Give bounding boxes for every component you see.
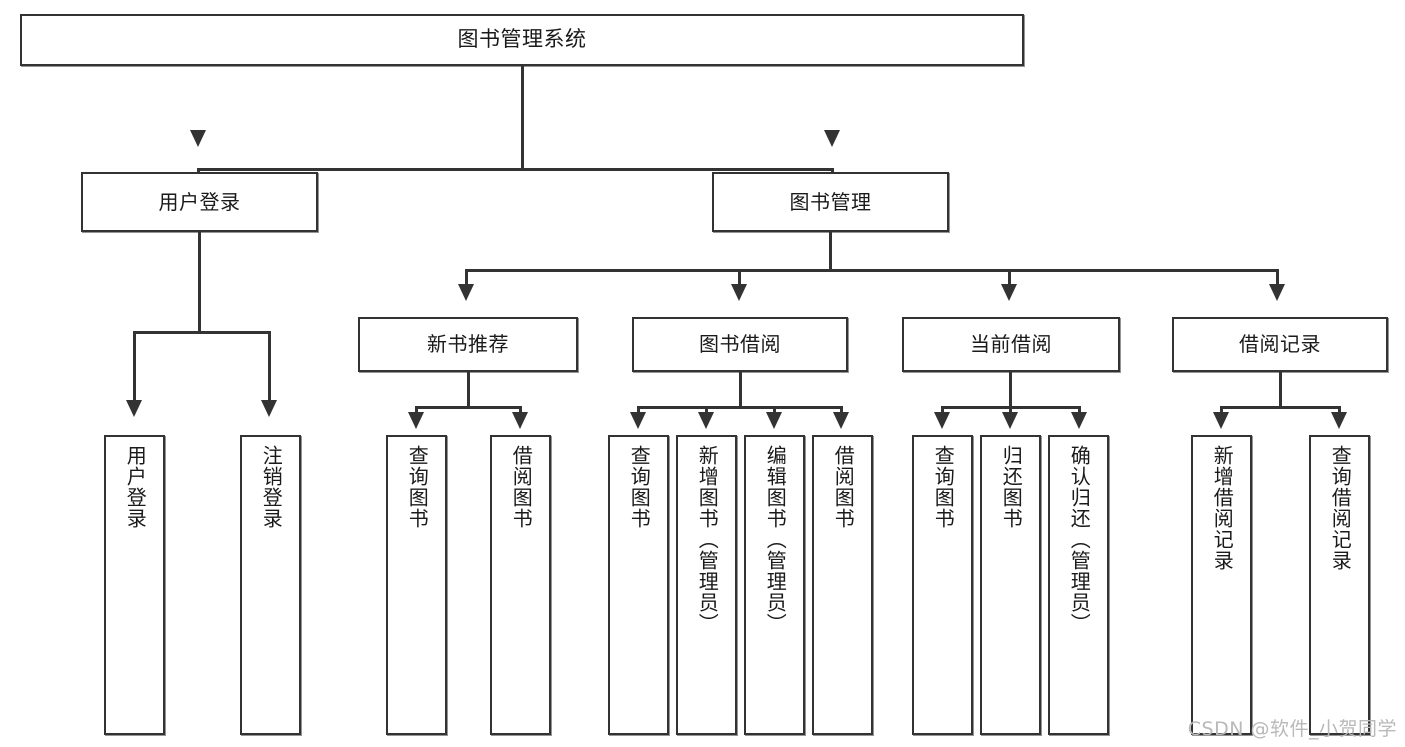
leaf-query-book-recommend[interactable]: 查询图书	[386, 435, 447, 735]
node-label: 用户登录	[123, 445, 148, 529]
node-label: 借阅图书	[509, 445, 534, 529]
node-label: 查询图书	[627, 445, 652, 529]
node-label: 当前借阅	[970, 332, 1052, 357]
node-label: 图书借阅	[699, 332, 781, 357]
node-label: 注销登录	[259, 445, 284, 529]
connector-borrow-record-drop-2	[1338, 406, 1341, 414]
arrow-to-leaf-query-record	[1331, 412, 1347, 429]
arrow-to-leaf-return-book	[1002, 412, 1018, 429]
arrow-to-book-management	[824, 130, 840, 147]
arrow-to-book-borrow	[731, 284, 747, 301]
leaf-query-borrow-record[interactable]: 查询借阅记录	[1309, 435, 1370, 735]
leaf-borrow-book[interactable]: 借阅图书	[812, 435, 873, 735]
connector-level2-drop-3	[1008, 269, 1011, 287]
connector-user-login-drop-1	[133, 331, 136, 403]
csdn-watermark: CSDN @软件_小贺同学	[1187, 718, 1397, 740]
arrow-to-leaf-add-record	[1213, 412, 1229, 429]
connector-user-login-bar	[133, 331, 271, 334]
node-current-borrow[interactable]: 当前借阅	[902, 317, 1120, 372]
connector-book-borrow-bar	[637, 406, 843, 409]
connector-current-borrow-drop-2	[1009, 406, 1012, 414]
leaf-return-book[interactable]: 归还图书	[980, 435, 1041, 735]
arrow-to-leaf-user-login	[126, 400, 142, 417]
connector-borrow-record-stem	[1279, 372, 1282, 409]
connector-user-login-drop-2	[268, 331, 271, 403]
connector-borrow-record-bar	[1220, 406, 1341, 409]
leaf-query-book-borrow[interactable]: 查询图书	[608, 435, 669, 735]
leaf-add-book-admin[interactable]: 新增图书（管理员）	[676, 435, 737, 735]
arrow-to-leaf-query-book-2	[630, 412, 646, 429]
node-label: 编辑图书（管理员）	[763, 445, 788, 634]
connector-root-stem	[521, 66, 524, 171]
connector-current-borrow-stem	[1009, 372, 1012, 409]
leaf-logout[interactable]: 注销登录	[240, 435, 301, 735]
connector-current-borrow-drop-3	[1078, 406, 1081, 414]
connector-new-book-drop-1	[415, 406, 418, 414]
connector-new-book-bar	[415, 406, 522, 409]
connector-book-borrow-stem	[739, 372, 742, 409]
node-root-book-management-system[interactable]: 图书管理系统	[20, 14, 1024, 66]
node-borrow-record[interactable]: 借阅记录	[1172, 317, 1388, 372]
connector-level2-drop-2	[738, 269, 741, 287]
connector-borrow-record-drop-1	[1220, 406, 1223, 414]
leaf-add-borrow-record[interactable]: 新增借阅记录	[1191, 435, 1252, 735]
node-book-management[interactable]: 图书管理	[712, 172, 949, 232]
connector-level2-bar	[465, 269, 1279, 272]
arrow-to-leaf-logout	[261, 400, 277, 417]
node-label: 新书推荐	[427, 332, 509, 357]
node-label: 归还图书	[999, 445, 1024, 529]
connector-current-borrow-drop-1	[941, 406, 944, 414]
connector-new-book-stem	[467, 372, 470, 409]
arrow-to-leaf-edit-book	[766, 412, 782, 429]
leaf-borrow-book-recommend[interactable]: 借阅图书	[490, 435, 551, 735]
node-label: 借阅图书	[831, 445, 856, 529]
arrow-to-leaf-confirm-return	[1071, 412, 1087, 429]
arrow-to-leaf-query-book-3	[934, 412, 950, 429]
connector-book-borrow-drop-4	[840, 406, 843, 414]
connector-level2-drop-1	[465, 269, 468, 287]
arrow-to-borrow-record	[1269, 284, 1285, 301]
connector-user-login-stem	[198, 232, 201, 333]
node-label: 查询图书	[931, 445, 956, 529]
node-new-book-recommend[interactable]: 新书推荐	[358, 317, 578, 372]
leaf-query-book-current[interactable]: 查询图书	[912, 435, 973, 735]
connector-book-borrow-drop-2	[705, 406, 708, 414]
node-user-login[interactable]: 用户登录	[81, 172, 318, 232]
node-label: 新增借阅记录	[1210, 445, 1235, 571]
connector-level2-drop-4	[1276, 269, 1279, 287]
arrow-to-new-book-recommend	[458, 284, 474, 301]
leaf-edit-book-admin[interactable]: 编辑图书（管理员）	[744, 435, 805, 735]
node-label: 图书管理	[789, 189, 872, 214]
leaf-confirm-return-admin[interactable]: 确认归还（管理员）	[1048, 435, 1109, 735]
arrow-to-leaf-add-book	[698, 412, 714, 429]
connector-new-book-drop-2	[519, 406, 522, 414]
arrow-to-leaf-borrow-book-1	[512, 412, 528, 429]
connector-book-borrow-drop-1	[637, 406, 640, 414]
node-book-borrow[interactable]: 图书借阅	[632, 317, 848, 372]
connector-level1-bar	[197, 168, 834, 171]
connector-book-management-stem	[829, 232, 832, 272]
arrow-to-leaf-borrow-book-2	[833, 412, 849, 429]
node-label: 确认归还（管理员）	[1067, 445, 1092, 634]
connector-book-borrow-drop-3	[773, 406, 776, 414]
arrow-to-leaf-query-book-1	[408, 412, 424, 429]
node-label: 查询图书	[405, 445, 430, 529]
node-label: 借阅记录	[1239, 332, 1321, 357]
arrow-to-current-borrow	[1001, 284, 1017, 301]
arrow-to-user-login	[190, 130, 206, 147]
node-label: 查询借阅记录	[1328, 445, 1353, 571]
leaf-user-login[interactable]: 用户登录	[104, 435, 165, 735]
node-label: 图书管理系统	[457, 27, 587, 52]
node-label: 新增图书（管理员）	[695, 445, 720, 634]
node-label: 用户登录	[158, 189, 241, 214]
